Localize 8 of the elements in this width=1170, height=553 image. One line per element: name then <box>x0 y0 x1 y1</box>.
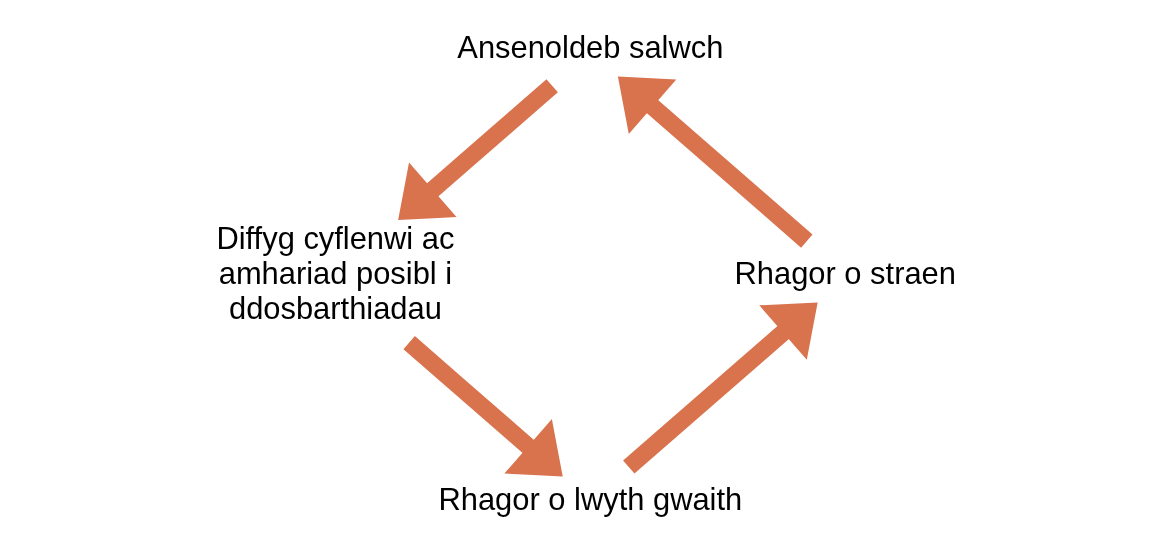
arrow <box>402 336 563 477</box>
node-text: Diffyg cyflenwi ac amhariad posibl i ddosbarthiadau <box>215 221 454 326</box>
arrow <box>397 79 558 220</box>
node-text: Rhagor o straen <box>734 255 956 291</box>
arrow <box>617 76 812 248</box>
arrow <box>622 302 818 474</box>
node-text: Rhagor o lwyth gwaith <box>437 481 742 517</box>
node-text: Ansenoldeb salwch <box>456 29 723 65</box>
